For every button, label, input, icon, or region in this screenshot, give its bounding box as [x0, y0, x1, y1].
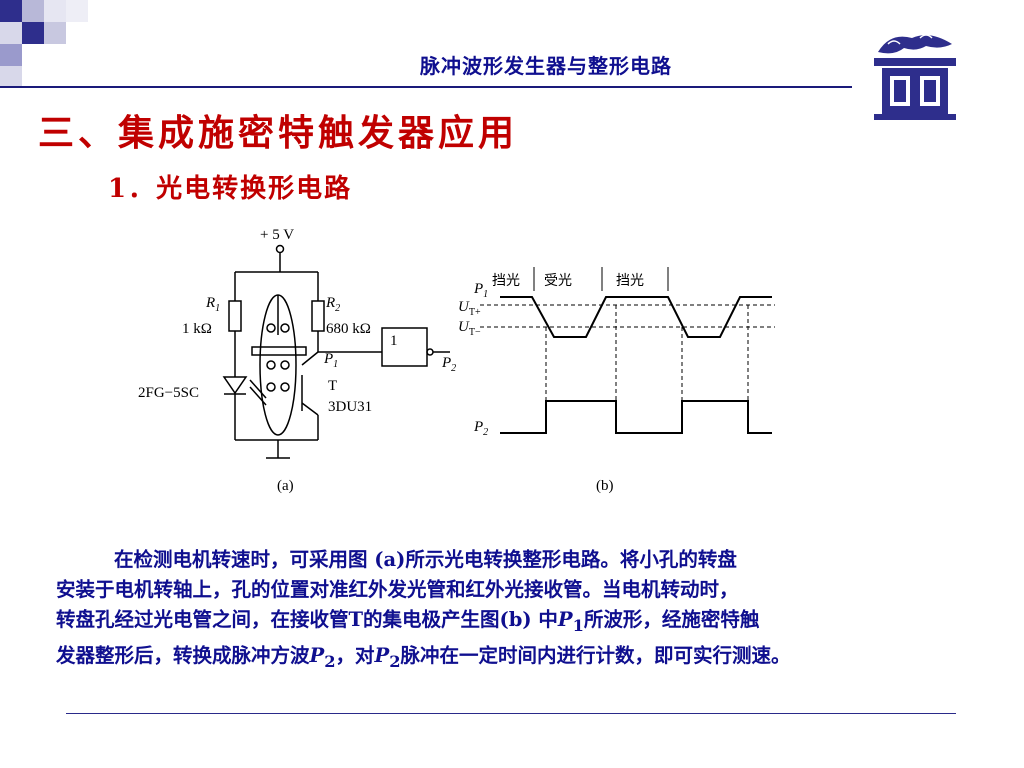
- svg-text:P1: P1: [473, 281, 488, 300]
- body-line-4-p2: P: [374, 643, 390, 667]
- body-line-4-a: 发器整形后，转换成脉冲方波: [56, 643, 310, 667]
- p2-wave-sub: 2: [483, 427, 488, 438]
- body-line-4-sub: 2: [324, 651, 336, 671]
- label-block-2: 挡光: [616, 273, 644, 289]
- led-label: 2FG−5SC: [138, 385, 199, 401]
- body-line-3-b: (b): [499, 608, 532, 631]
- decor-square-8: [0, 44, 22, 66]
- header-rule: [0, 86, 852, 88]
- ut-minus-sub: T−: [469, 327, 481, 338]
- p2-output-sub: 2: [451, 363, 456, 374]
- circuit-a: [222, 244, 450, 459]
- header-title: 脉冲波形发生器与整形电路: [420, 54, 672, 78]
- r1-sub: 1: [215, 303, 220, 314]
- p1-node-sub: 1: [333, 359, 338, 370]
- svg-text:UT+: UT+: [458, 299, 481, 318]
- supply-label: + 5 V: [260, 227, 294, 243]
- decor-square-2: [22, 0, 44, 22]
- body-line-4-b: ，对: [335, 643, 375, 667]
- waveform-p2: [500, 400, 772, 434]
- caption-a: (a): [277, 478, 294, 494]
- p2-wave-label: P: [473, 419, 483, 435]
- body-line-4-sub2: 2: [389, 651, 401, 671]
- body-line-3-a: 转盘孔经过光电管之间，在接收管T的集电极产生图: [56, 608, 500, 631]
- p1-node: P: [323, 351, 333, 367]
- label-receive: 受光: [544, 273, 572, 289]
- body-paragraph: 在检测电机转速时，可采用图 (a)所示光电转换整形电路。将小孔的转盘 安装于电机…: [56, 545, 986, 677]
- r1-name: R: [205, 295, 215, 311]
- label-block-1: 挡光: [492, 273, 520, 289]
- decor-square-5: [44, 22, 66, 44]
- svg-text:UT−: UT−: [458, 319, 481, 338]
- body-line-3-c: 中: [531, 608, 558, 631]
- ut-minus-label: U: [458, 319, 470, 335]
- footer-rule: [66, 713, 956, 714]
- decor-square-1: [0, 0, 22, 22]
- decor-square-3: [22, 22, 44, 44]
- caption-b: (b): [596, 478, 614, 494]
- decor-square-6: [44, 0, 66, 22]
- svg-text:P2: P2: [441, 355, 456, 374]
- university-logo: [874, 34, 956, 120]
- gate-label: 1: [390, 333, 398, 349]
- body-line-3-sub: 1: [572, 615, 584, 635]
- ut-plus-label: U: [458, 299, 470, 315]
- decor-square-4: [0, 22, 22, 44]
- r2-value: 680 kΩ: [326, 321, 371, 337]
- r2-sub: 2: [335, 303, 340, 314]
- p1-wave-label: P: [473, 281, 483, 297]
- r2-name: R: [325, 295, 335, 311]
- transistor-label: T: [328, 378, 337, 394]
- waveform-region-dividers: [533, 267, 669, 291]
- body-line-3: 转盘孔经过光电管之间，在接收管T的集电极产生图(b) 中P1所波形，经施密特触: [56, 605, 986, 641]
- p2-output: P: [441, 355, 451, 371]
- photoelectric-circuit-figure: + 5 V R1 1 kΩ R2 680 kΩ 2FG−5SC P1 T 3DU…: [138, 227, 775, 494]
- body-line-4-c: 脉冲在一定时间内进行计数，即可实行测速。: [400, 643, 791, 667]
- p1-wave-sub: 1: [483, 289, 488, 300]
- svg-text:R1: R1: [205, 295, 220, 314]
- body-line-3-d: 所波形，经施密特触: [583, 608, 760, 631]
- body-line-1-a: 在检测电机转速时，可采用图 (a): [114, 548, 406, 571]
- ut-plus-sub: T+: [469, 307, 481, 318]
- svg-text:P1: P1: [323, 351, 338, 370]
- transistor-model: 3DU31: [328, 399, 372, 415]
- body-line-1: 在检测电机转速时，可采用图 (a)所示光电转换整形电路。将小孔的转盘: [56, 545, 986, 575]
- body-line-2: 安装于电机转轴上，孔的位置对准红外发光管和红外光接收管。当电机转动时，: [56, 578, 739, 601]
- body-line-4-p: P: [309, 643, 325, 667]
- body-line-3-p: P: [557, 608, 573, 631]
- slide-subtitle: 1．光电转换形电路: [108, 174, 353, 204]
- body-line-1-b: 所示光电转换整形电路。将小孔的转盘: [405, 548, 737, 571]
- svg-text:R2: R2: [325, 295, 340, 314]
- decor-square-7: [66, 0, 88, 22]
- slide-title: 三、集成施密特触发器应用: [38, 112, 519, 154]
- body-line-4: 发器整形后，转换成脉冲方波P2，对P2脉冲在一定时间内进行计数，即可实行测速。: [56, 641, 986, 677]
- svg-text:P2: P2: [473, 419, 488, 438]
- waveform-b: [500, 296, 772, 434]
- waveform-guides: [480, 304, 775, 401]
- waveform-p1: [500, 296, 772, 338]
- r1-value: 1 kΩ: [182, 321, 212, 337]
- decor-square-9: [0, 66, 22, 86]
